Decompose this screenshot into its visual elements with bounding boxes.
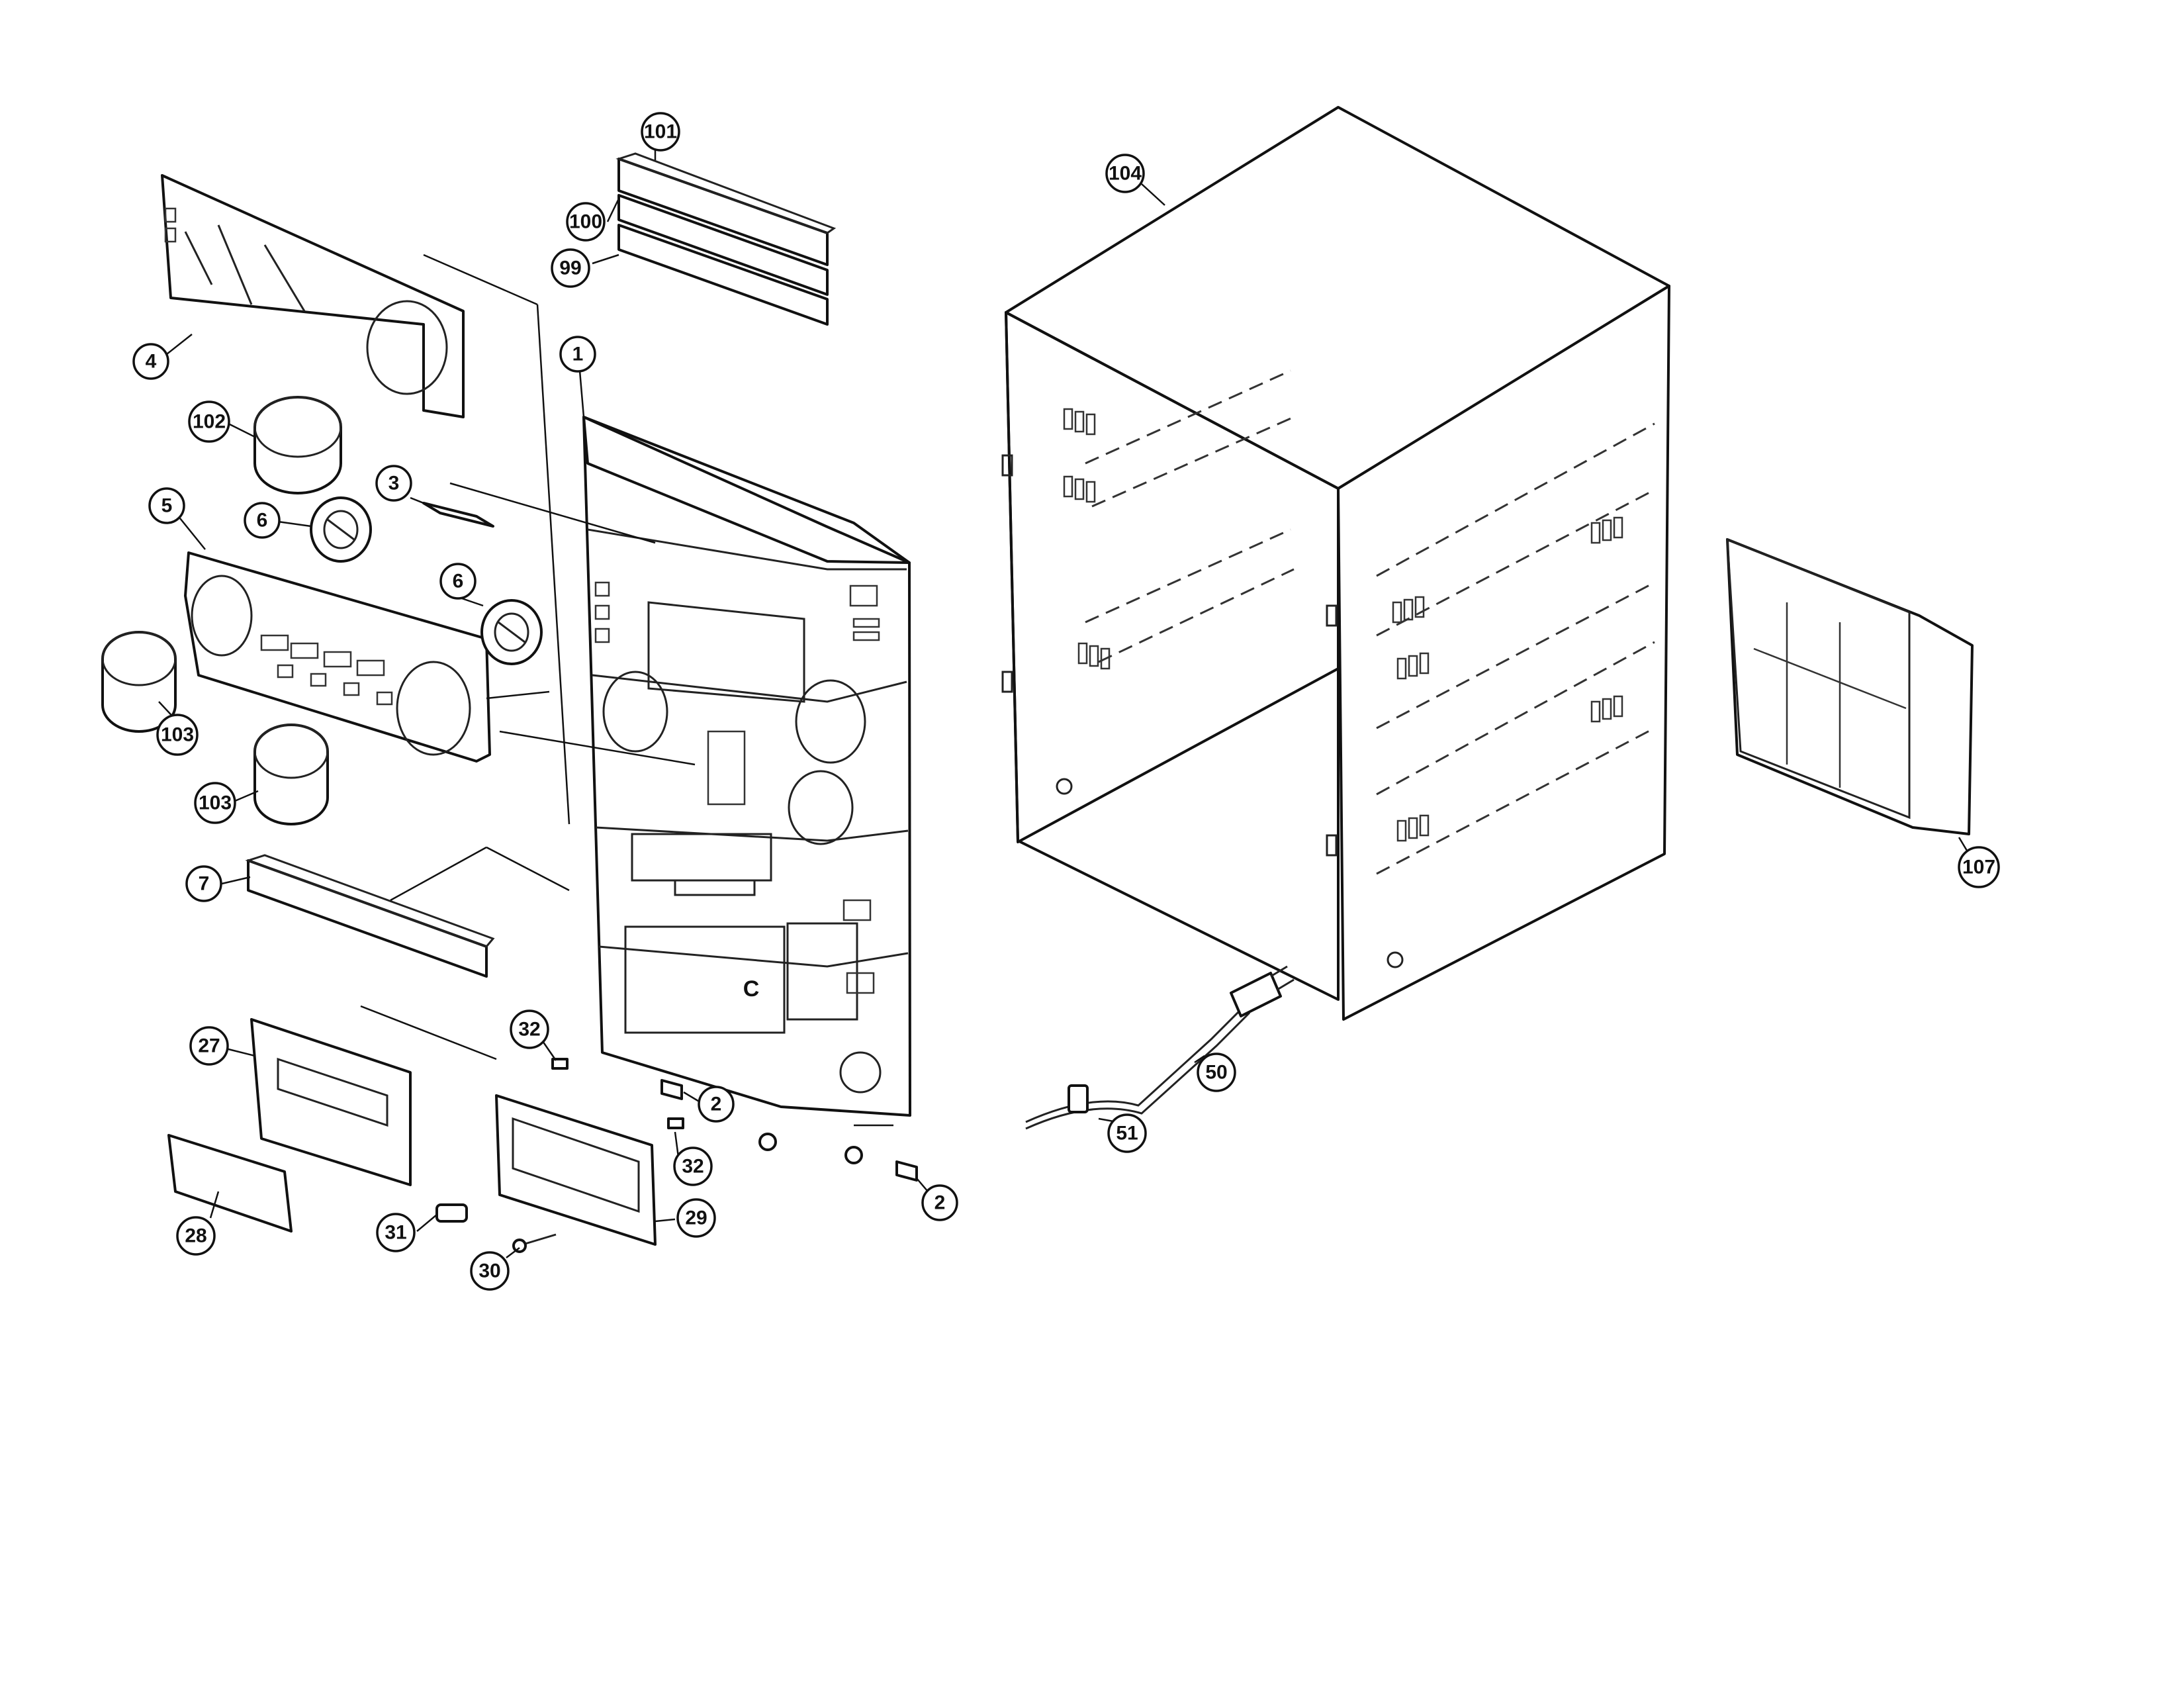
knob-103-left (101, 631, 177, 733)
pin-32-lower (667, 1117, 684, 1129)
svg-text:104: 104 (1109, 163, 1142, 185)
svg-text:102: 102 (193, 411, 226, 433)
svg-text:5: 5 (161, 495, 173, 517)
callout-29: 29 (676, 1198, 716, 1238)
svg-text:6: 6 (257, 510, 268, 532)
callout-5: 5 (148, 487, 185, 524)
svg-text:31: 31 (385, 1222, 406, 1244)
svg-text:1: 1 (572, 344, 584, 365)
power-cord-50-51 (1025, 965, 1295, 1130)
pin-32-upper (551, 1058, 569, 1070)
callout-6-upper: 6 (244, 502, 281, 539)
callout-2-right: 2 (921, 1184, 958, 1221)
svg-text:30: 30 (478, 1260, 500, 1282)
callout-103-right: 103 (194, 782, 236, 824)
callout-102: 102 (188, 400, 230, 443)
svg-text:103: 103 (161, 724, 194, 746)
svg-text:2: 2 (934, 1192, 946, 1214)
callout-103-left: 103 (156, 714, 199, 756)
svg-text:100: 100 (569, 211, 602, 233)
callout-28: 28 (176, 1216, 216, 1256)
svg-text:29: 29 (685, 1207, 707, 1229)
screws (758, 1133, 863, 1164)
svg-text:50: 50 (1205, 1062, 1227, 1084)
front-panel-letter: C (743, 976, 760, 1002)
svg-text:28: 28 (185, 1225, 206, 1247)
callout-100: 100 (566, 202, 606, 242)
svg-text:32: 32 (682, 1156, 704, 1178)
rear-tray-107 (1726, 538, 1974, 835)
knob-102 (253, 396, 342, 494)
callout-31: 31 (376, 1213, 416, 1252)
callout-30: 30 (470, 1251, 510, 1291)
svg-text:51: 51 (1116, 1123, 1138, 1145)
svg-text:3: 3 (388, 473, 400, 494)
callout-2-left: 2 (698, 1086, 735, 1123)
svg-text:103: 103 (199, 792, 232, 814)
callout-7: 7 (185, 865, 222, 902)
knob-103-right (253, 724, 329, 825)
screw-30 (512, 1233, 557, 1253)
callout-3: 3 (375, 465, 412, 502)
callout-50: 50 (1197, 1052, 1236, 1092)
callout-51: 51 (1107, 1113, 1147, 1153)
svg-text:7: 7 (199, 873, 210, 895)
callout-27: 27 (189, 1026, 229, 1066)
panel-frame-4 (161, 174, 465, 418)
svg-text:101: 101 (644, 121, 677, 143)
cassette-holder-29 (495, 1094, 657, 1246)
cabinet-cover-104 (1001, 106, 1670, 1021)
callout-1: 1 (559, 336, 596, 373)
callout-32-upper: 32 (510, 1009, 549, 1049)
callout-4: 4 (132, 343, 169, 380)
svg-text:107: 107 (1962, 857, 1995, 878)
display-filters-99-100-101 (615, 152, 837, 326)
bar-7 (245, 854, 495, 978)
callout-32-lower: 32 (673, 1146, 713, 1186)
door-28 (167, 1134, 293, 1233)
foot-2-left (660, 1079, 683, 1100)
front-cabinet-1: C (582, 416, 911, 1117)
foot-2-right (895, 1160, 918, 1182)
spring-31 (435, 1203, 468, 1223)
svg-text:27: 27 (198, 1035, 220, 1057)
callout-101: 101 (641, 112, 680, 152)
svg-text:32: 32 (518, 1019, 540, 1041)
svg-text:99: 99 (559, 257, 581, 279)
svg-text:4: 4 (146, 351, 157, 373)
callout-99: 99 (551, 248, 590, 288)
svg-text:6: 6 (453, 571, 464, 592)
callout-107: 107 (1958, 846, 2000, 888)
callout-104: 104 (1105, 154, 1145, 193)
knob-6-upper (310, 496, 372, 563)
switch-3 (410, 496, 494, 528)
knob-6-lower (480, 599, 543, 665)
door-frame-27 (250, 1018, 412, 1186)
svg-text:2: 2 (711, 1094, 722, 1115)
assembly-lines (360, 254, 893, 1127)
callouts: 101 100 99 104 1 4 102 3 5 6 6 103 103 7… (132, 112, 2000, 1291)
callout-6-lower: 6 (439, 563, 477, 600)
